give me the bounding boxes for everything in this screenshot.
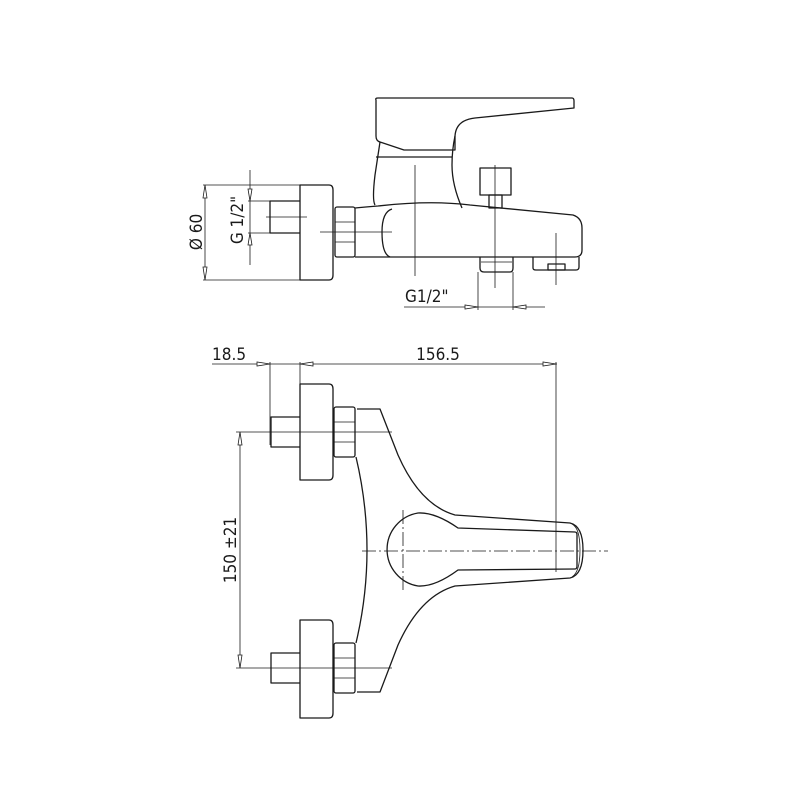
dimension-label: 18.5 bbox=[212, 345, 246, 365]
dimension-centers: 150 ±21 bbox=[221, 431, 243, 669]
dimension-horizontal: 18.5 156.5 bbox=[212, 345, 557, 572]
dimension-label: G1/2" bbox=[405, 287, 449, 307]
wall-flange-lower bbox=[299, 619, 334, 719]
dimension-label: G 1/2" bbox=[228, 196, 248, 244]
dimension-outlet-thread: G1/2" bbox=[404, 272, 545, 310]
dimension-inlet-thread: G 1/2" bbox=[228, 170, 270, 265]
dimension-label: 156.5 bbox=[416, 345, 460, 365]
dimension-label: 150 ±21 bbox=[221, 517, 241, 583]
cartridge-column bbox=[372, 135, 463, 209]
top-view: 18.5 156.5 150 ±21 bbox=[212, 345, 608, 719]
diverter-knob bbox=[479, 167, 512, 209]
spout-outlet bbox=[479, 257, 514, 273]
body-inner-curve bbox=[355, 456, 368, 644]
wall-flange-upper bbox=[299, 383, 334, 481]
dimension-label: Ø 60 bbox=[187, 214, 207, 250]
lever-handle bbox=[375, 97, 575, 151]
wall-flange bbox=[299, 184, 334, 281]
mixer-body-outline bbox=[357, 408, 584, 693]
lever-tip-edge bbox=[571, 523, 581, 578]
body-front-curve bbox=[381, 208, 393, 258]
side-view: Ø 60 G 1/2" G1/2" bbox=[187, 97, 583, 310]
lever-top bbox=[386, 512, 578, 587]
mixer-body bbox=[354, 202, 583, 258]
dimension-diameter: Ø 60 bbox=[187, 184, 300, 281]
